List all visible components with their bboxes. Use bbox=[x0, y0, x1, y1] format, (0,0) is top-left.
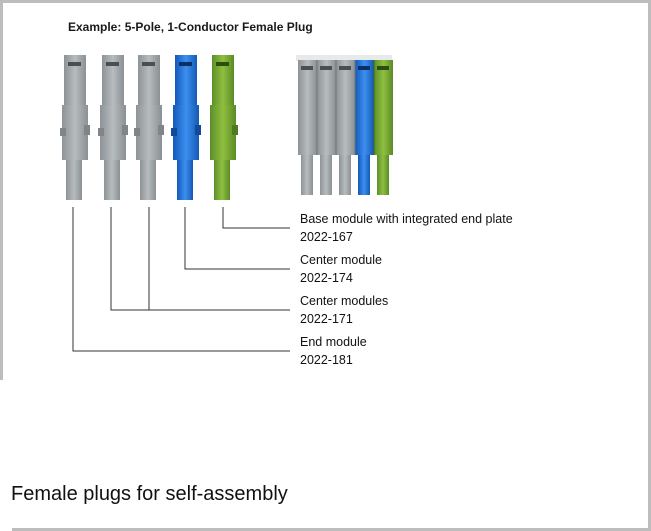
callout-center-module-label: Center module bbox=[300, 253, 382, 267]
callout-center-module-part: 2022-174 bbox=[300, 271, 353, 285]
center-module-gray-2 bbox=[134, 55, 164, 200]
leader-center-modules bbox=[110, 207, 290, 311]
leader-base-module bbox=[222, 207, 290, 229]
figure-caption: Female plugs for self-assembly bbox=[11, 483, 288, 505]
callout-center-modules: Center modules 2022-171 bbox=[300, 292, 388, 328]
callout-end-module: End module 2022-181 bbox=[300, 333, 367, 369]
leader-end-module bbox=[72, 207, 290, 352]
center-module-blue bbox=[171, 55, 201, 200]
leader-lines bbox=[72, 207, 290, 352]
callout-end-module-label: End module bbox=[300, 335, 367, 349]
callout-base-module-part: 2022-167 bbox=[300, 230, 353, 244]
callout-base-module-label: Base module with integrated end plate bbox=[300, 212, 513, 226]
figure-heading: Example: 5-Pole, 1-Conductor Female Plug bbox=[68, 20, 313, 34]
callout-end-module-part: 2022-181 bbox=[300, 353, 353, 367]
callout-base-module: Base module with integrated end plate 20… bbox=[300, 210, 513, 246]
center-module-gray-1 bbox=[98, 55, 128, 200]
leader-center-module-blue bbox=[184, 207, 290, 270]
callout-center-modules-part: 2022-171 bbox=[300, 312, 353, 326]
callout-center-modules-label: Center modules bbox=[300, 294, 389, 308]
callout-center-module: Center module 2022-174 bbox=[300, 251, 382, 287]
assembled-plug bbox=[296, 55, 393, 195]
panel-gap bbox=[0, 380, 12, 531]
base-module-green bbox=[210, 55, 238, 200]
end-module bbox=[60, 55, 90, 200]
